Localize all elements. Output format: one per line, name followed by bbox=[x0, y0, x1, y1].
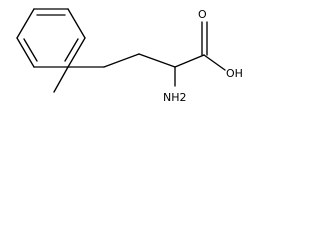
amino-label: NH2 bbox=[163, 91, 187, 104]
chain-bond-ch2-ch2 bbox=[103, 53, 140, 68]
ring-bond-5 bbox=[16, 37, 35, 68]
chain-bond-ch2-alpha bbox=[138, 53, 176, 68]
ring-double-bond-inner-left bbox=[23, 38, 38, 62]
ring-bond-3 bbox=[67, 37, 86, 68]
hydroxyl-label: OH bbox=[226, 67, 243, 80]
carbonyl-oxygen-label: O bbox=[198, 8, 207, 21]
benzene-ring bbox=[16, 8, 86, 68]
chemical-structure-diagram: O OH NH2 bbox=[16, 8, 243, 104]
hydroxyl-bond bbox=[203, 54, 226, 71]
ring-bond-6 bbox=[16, 8, 35, 39]
chain-bond-alpha-carboxyl bbox=[174, 54, 205, 68]
ring-double-bond-inner-right bbox=[64, 38, 79, 62]
methyl-bond bbox=[53, 66, 69, 93]
ring-bond-2 bbox=[67, 8, 86, 39]
